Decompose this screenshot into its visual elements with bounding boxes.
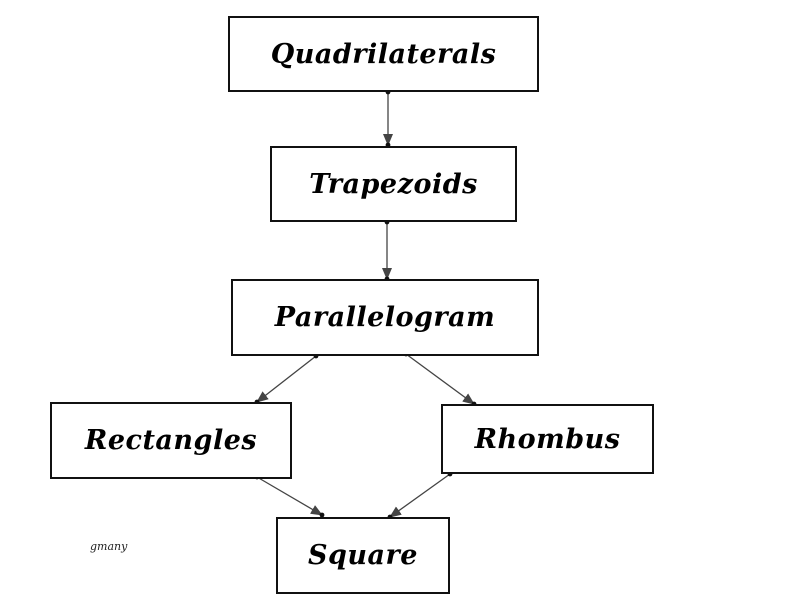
node-parallelogram-label: Parallelogram — [274, 302, 496, 333]
node-quadrilaterals: Quadrilaterals — [228, 16, 539, 92]
node-trapezoids-label: Trapezoids — [309, 168, 478, 200]
edge-parallelogram-to-rhombus — [405, 353, 475, 405]
signature-text: gmany — [90, 540, 128, 553]
node-quadrilaterals-label: Quadrilaterals — [270, 38, 497, 70]
node-rectangles-label: Rectangles — [84, 425, 258, 456]
node-rhombus: Rhombus — [441, 404, 654, 474]
node-rectangles: Rectangles — [50, 402, 292, 479]
node-parallelogram: Parallelogram — [231, 279, 539, 356]
node-square: Square — [276, 517, 450, 594]
node-rhombus-label: Rhombus — [474, 423, 621, 455]
edge-rhombus-to-square — [389, 473, 451, 518]
edge-parallelogram-to-rectangles — [256, 355, 317, 403]
node-trapezoids: Trapezoids — [270, 146, 517, 222]
edge-rectangles-to-square-end-dot — [319, 512, 325, 518]
edge-rectangles-to-square — [256, 476, 323, 516]
node-square-label: Square — [308, 540, 418, 571]
